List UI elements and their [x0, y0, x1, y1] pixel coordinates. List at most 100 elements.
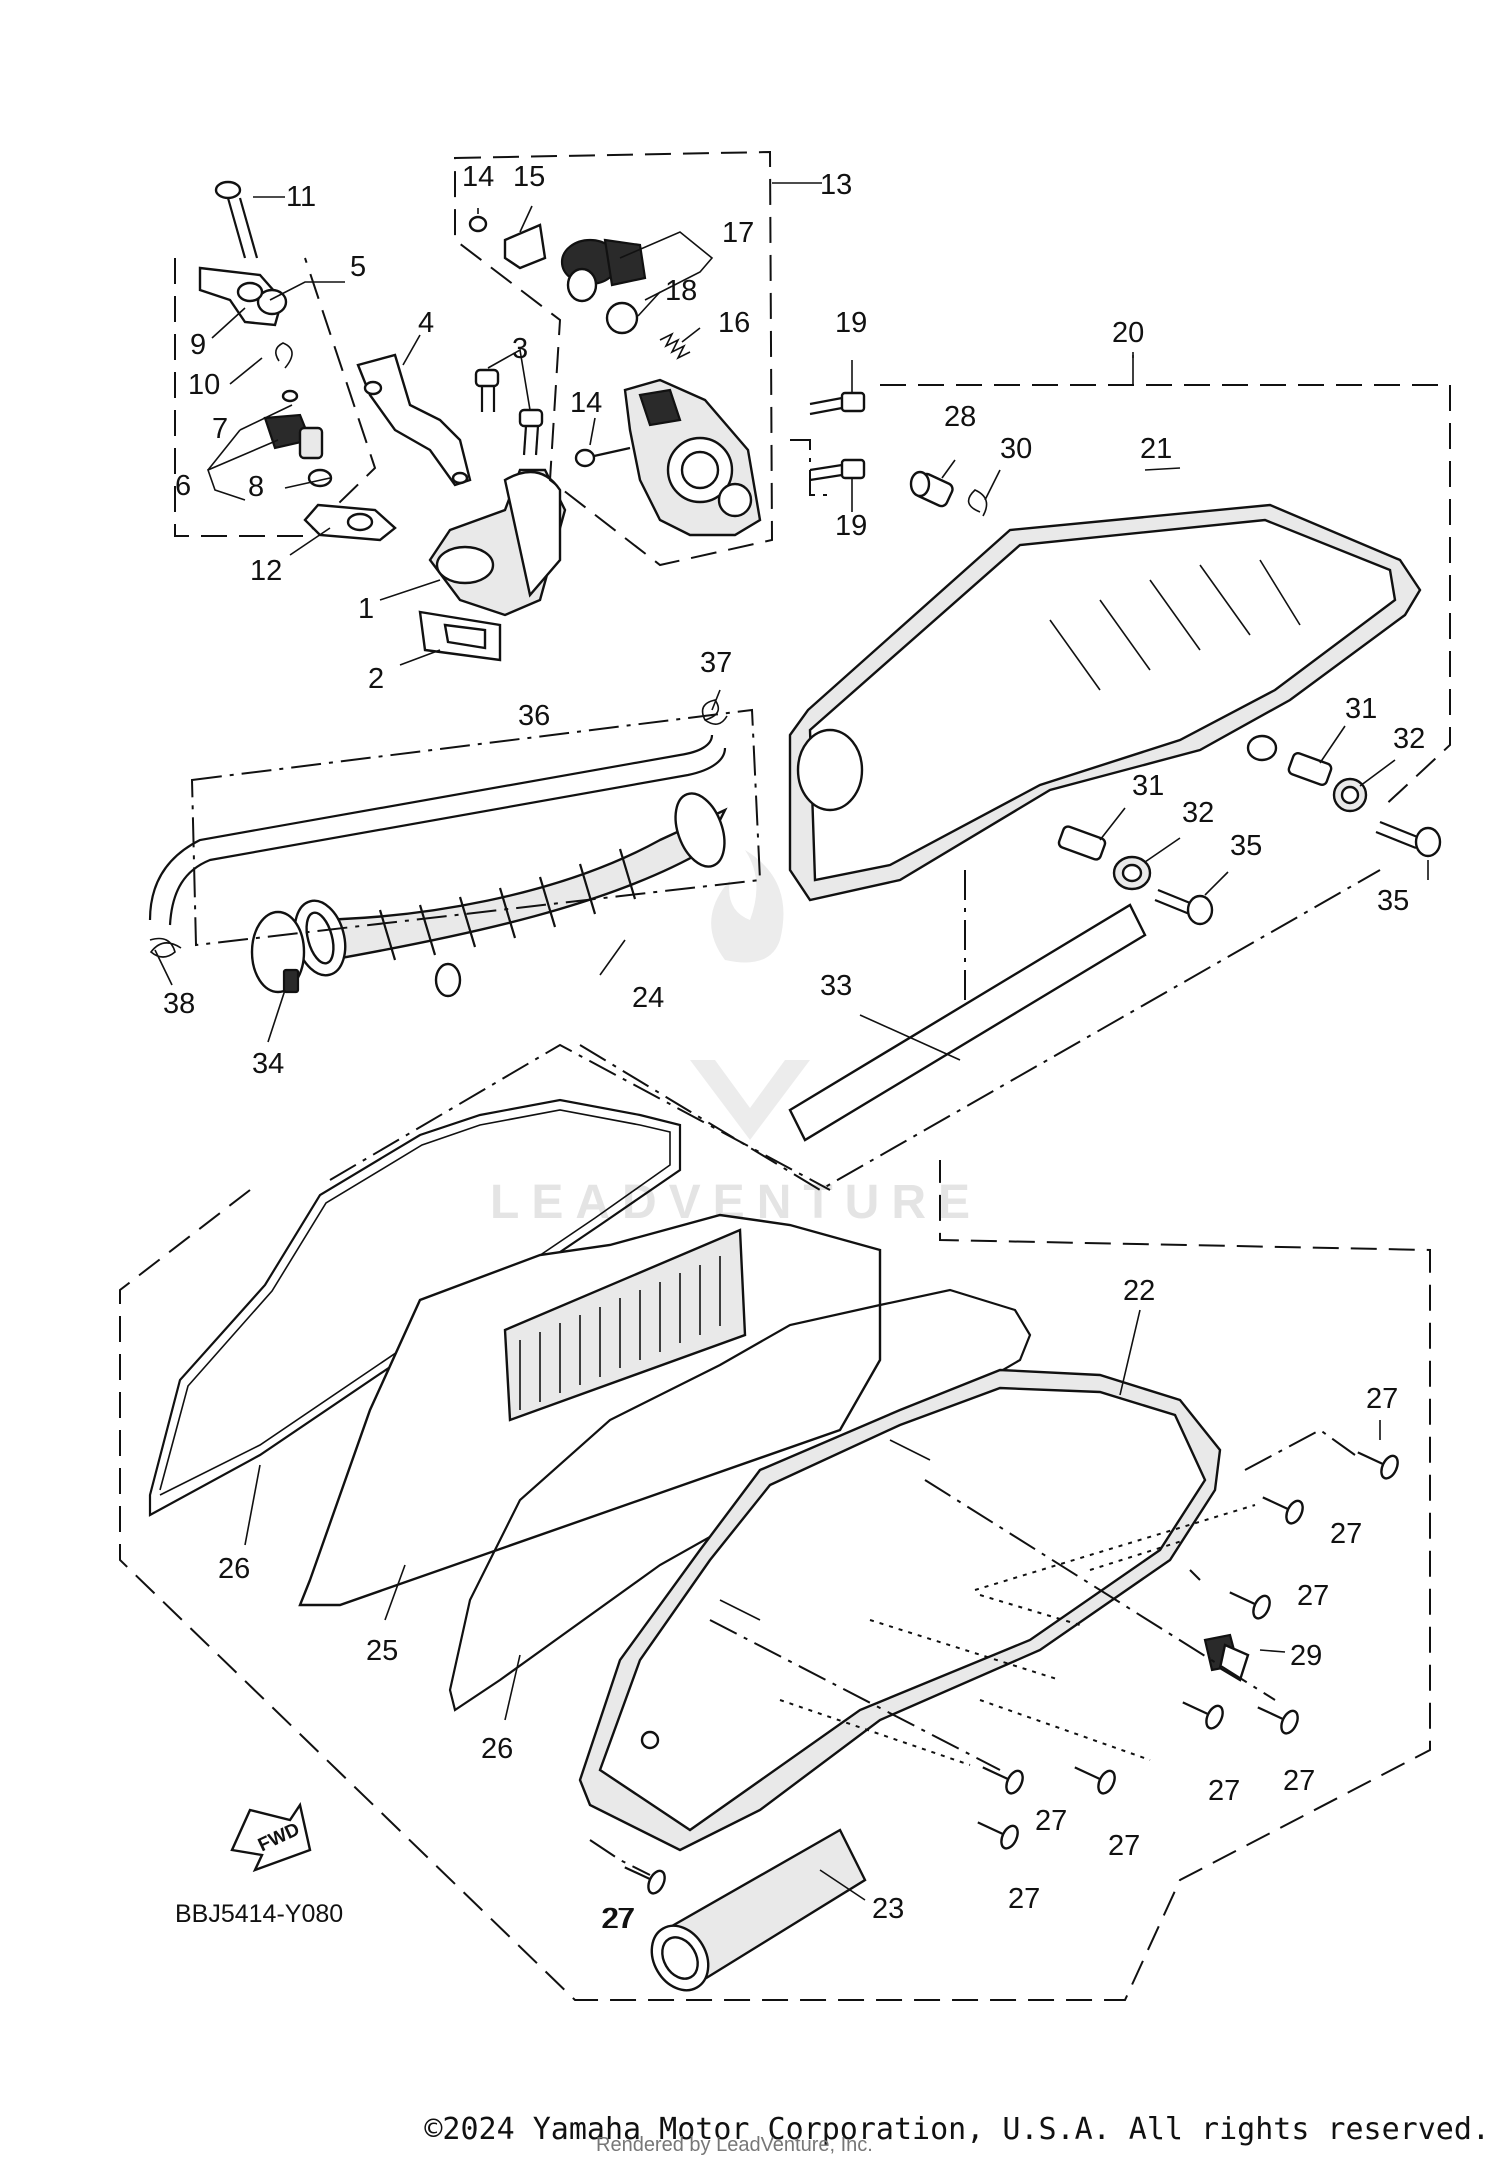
grommet-29: [1203, 1633, 1250, 1682]
callout-38: 38: [163, 988, 195, 1020]
case-21: [788, 503, 1422, 902]
bolts-3: [474, 368, 544, 456]
clip-37: [701, 699, 728, 725]
air-cleaner-20-dashed-box: [880, 355, 1451, 811]
callout-27-h: 27: [1008, 1883, 1040, 1915]
callout-8: 8: [248, 471, 264, 503]
clip-30: [967, 489, 988, 517]
gasket-12: [303, 503, 397, 542]
callout-19-top: 19: [835, 307, 867, 339]
callout-5: 5: [350, 251, 366, 283]
callout-35-center: 35: [1230, 830, 1262, 862]
gasket-2: [418, 610, 502, 662]
callout-11: 11: [286, 181, 316, 213]
callout-27-f: 27: [1035, 1805, 1067, 1837]
bolts-19: [809, 391, 866, 482]
callout-3: 3: [512, 333, 528, 365]
callout-14-top: 14: [462, 161, 494, 193]
element-group-dashed-box: [119, 1160, 1431, 2001]
callout-29: 29: [1290, 1640, 1322, 1672]
throttle-body-main: [623, 378, 762, 537]
element-25: [298, 1213, 882, 1607]
seal-33: [788, 903, 1147, 1142]
callout-27-b: 27: [1330, 1518, 1362, 1550]
callout-27-e: 27: [1283, 1765, 1315, 1797]
callout-leaders: [154, 196, 1429, 1901]
element-top-bracket: [329, 1043, 831, 1191]
rendered-by-credit: Rendered by LeadVenture, Inc.: [596, 2134, 873, 2156]
callout-27-i: 27: [603, 1903, 635, 1935]
callout-33: 33: [820, 970, 852, 1002]
callout-2: 2: [368, 663, 384, 695]
fwd-direction-arrow: FWD: [230, 1801, 312, 1873]
seal-assembly-leader: [579, 869, 1381, 1192]
callout-16: 16: [718, 307, 750, 339]
bolt-11: [214, 180, 259, 259]
air-duct-24: [293, 792, 728, 998]
callout-23: 23: [872, 1893, 904, 1925]
callout-35-right: 35: [1377, 885, 1409, 917]
callout-27-c: 27: [1297, 1580, 1329, 1612]
callout-37: 37: [700, 647, 732, 679]
callout-31-right: 31: [1345, 693, 1377, 725]
bracket-4: [356, 353, 472, 487]
callout-10: 10: [188, 369, 220, 401]
callout-12: 12: [250, 555, 282, 587]
throttle-leader: [790, 439, 830, 496]
intake-joint-1: [428, 468, 567, 617]
callout-25: 25: [366, 1635, 398, 1667]
screw-guide-lines: [779, 1504, 1256, 1766]
bolt-35-right: [1375, 820, 1442, 858]
cover-22: [578, 1368, 1222, 1852]
callout-28: 28: [944, 401, 976, 433]
throttle-body-13-dashed-box: [454, 150, 822, 567]
callout-20: 20: [1112, 317, 1144, 349]
bracket-15: [503, 223, 547, 270]
clip-10: [275, 342, 293, 369]
callout-27-g: 27: [1108, 1830, 1140, 1862]
screw-14-top: [468, 215, 488, 233]
injector-7: [263, 389, 333, 488]
callout-27-d: 27: [1208, 1775, 1240, 1807]
damper-31-32-right: [1287, 752, 1368, 813]
damper-31-32-center: [1057, 825, 1152, 891]
bolt-35-center: [1154, 888, 1214, 926]
leadventure-watermark: LEADVENTURE: [490, 850, 970, 1229]
callout-15: 15: [513, 161, 545, 193]
callout-27-a: 27: [1366, 1383, 1398, 1415]
callout-4: 4: [418, 307, 434, 339]
callout-32-right: 32: [1393, 723, 1425, 755]
spring-16: [659, 332, 691, 360]
callout-30: 30: [1000, 433, 1032, 465]
callout-7: 7: [212, 413, 228, 445]
callout-6: 6: [175, 470, 191, 502]
diagram-code: BBJ5414-Y080: [175, 1900, 343, 1928]
cover-screw-leaders: [589, 1428, 1356, 1876]
callout-26-front: 26: [481, 1733, 513, 1765]
intake-tube-23: [650, 1828, 867, 1992]
callout-1: 1: [358, 593, 374, 625]
sensor-17: [560, 238, 647, 303]
callout-32-center: 32: [1182, 797, 1214, 829]
screws-27: [624, 1451, 1399, 1895]
assembly-5-dashed-box: [174, 257, 377, 537]
callout-13: 13: [820, 169, 852, 201]
callout-31-center: 31: [1132, 770, 1164, 802]
callout-27-j: 27: [601, 1903, 633, 1935]
callout-21: 21: [1140, 433, 1172, 465]
callout-24: 24: [632, 982, 664, 1014]
callout-19-bottom: 19: [835, 510, 867, 542]
gasket-26-rear: [148, 1098, 682, 1517]
o-ring-18: [605, 301, 639, 335]
callout-9: 9: [190, 329, 206, 361]
callout-34: 34: [252, 1048, 284, 1080]
callout-18: 18: [665, 275, 697, 307]
breather-hose-36: [148, 734, 727, 926]
callout-22: 22: [1123, 1275, 1155, 1307]
clamp-34: [250, 910, 306, 994]
gasket-26-front: [448, 1288, 1032, 1712]
collar-28: [909, 470, 954, 508]
hose-assembly-box: [190, 708, 762, 947]
callout-17: 17: [722, 217, 754, 249]
